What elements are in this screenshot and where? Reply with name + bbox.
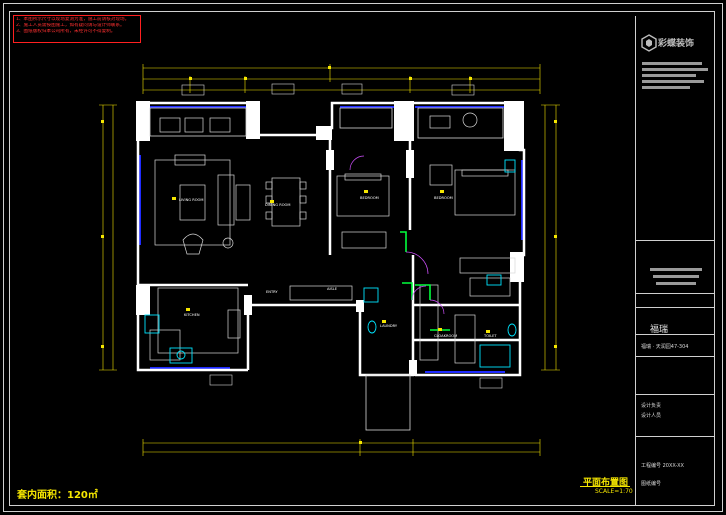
room-label-toilet: TOILET xyxy=(483,334,497,338)
room-label-kitchen: KITCHEN xyxy=(184,313,200,317)
furniture xyxy=(149,112,516,364)
tb-bar xyxy=(642,68,708,71)
plan-title: 平面布置图 xyxy=(583,478,629,488)
room-tag-marker xyxy=(382,320,386,323)
note-line-1: 1、本图所示尺寸以现场复测为准，施工前请核对现场。 xyxy=(16,17,130,22)
tb-bar xyxy=(642,80,704,83)
dimension-lines-top xyxy=(142,64,541,94)
tb-row: 图纸编号 xyxy=(641,481,662,487)
wall-solids xyxy=(136,101,524,376)
room-tags: LIVING ROOM DINING ROOM BEDROOM BEDROOM … xyxy=(172,190,497,338)
plan-title-rule xyxy=(580,486,630,487)
doors xyxy=(400,231,450,331)
room-tag-marker xyxy=(364,190,368,193)
tb-bar xyxy=(650,268,702,271)
room-tag-marker xyxy=(440,190,444,193)
tb-divider xyxy=(636,334,715,335)
room-label-bedroom: BEDROOM xyxy=(360,196,379,200)
balconies xyxy=(149,107,504,431)
dimension-ticks xyxy=(101,66,557,444)
tb-divider xyxy=(636,240,715,241)
index-markers xyxy=(181,83,503,389)
tb-bar xyxy=(642,86,690,89)
dimension-lines-bottom xyxy=(142,439,541,456)
company-name: 彩蝶装饰 xyxy=(658,39,695,49)
room-label-entry: ENTRY xyxy=(266,290,278,294)
room-label-master: BEDROOM xyxy=(434,196,453,200)
room-tag-marker xyxy=(270,200,274,203)
drawing-inner-border xyxy=(9,11,715,506)
walls xyxy=(136,101,526,377)
title-block xyxy=(635,16,716,506)
project-name: 福瑞 xyxy=(650,325,669,335)
room-label-laundry: LAUNDRY xyxy=(380,324,398,328)
tb-row: 设计人员 xyxy=(641,413,662,419)
tb-divider xyxy=(636,356,715,357)
tb-bar xyxy=(642,62,702,65)
door-swings xyxy=(349,155,445,315)
tb-row: 工程编号 20XX-XX xyxy=(641,463,684,469)
tb-divider xyxy=(636,307,715,308)
fixtures xyxy=(144,159,517,368)
drawing-outer-border xyxy=(3,3,723,512)
tb-bar xyxy=(656,282,696,285)
project-sub: 福瑞 · 天润园47-304 xyxy=(641,344,689,350)
tb-bar xyxy=(653,275,699,278)
room-label-aisle: AISLE xyxy=(327,287,338,291)
room-label-living: LIVING ROOM xyxy=(179,198,203,202)
note-line-3: 3、图纸版权归本公司所有，未经许可不得复制。 xyxy=(16,29,116,34)
room-tag-marker xyxy=(172,197,176,200)
room-label-cloakroom: CLOAKROOM xyxy=(434,334,457,338)
plan-scale: SCALE=1:70 xyxy=(595,488,633,495)
tb-bar xyxy=(642,74,696,77)
room-tag-marker xyxy=(186,308,190,311)
tb-divider xyxy=(636,293,715,294)
tb-row: 设计负责 xyxy=(641,403,662,409)
room-tag-marker xyxy=(486,330,490,333)
room-tag-marker xyxy=(438,328,442,331)
interior-area-label: 套内面积：120㎡ xyxy=(17,490,98,501)
company-logo-icon xyxy=(641,34,657,52)
notes-box: 1、本图所示尺寸以现场复测为准，施工前请核对现场。 2、施工人员需按图施工，如有… xyxy=(13,15,141,43)
tb-divider xyxy=(636,436,715,437)
tb-divider xyxy=(636,394,715,395)
note-line-2: 2、施工人员需按图施工，如有疑问请与设计师联系。 xyxy=(16,23,125,28)
room-label-dining: DINING ROOM xyxy=(265,203,290,207)
